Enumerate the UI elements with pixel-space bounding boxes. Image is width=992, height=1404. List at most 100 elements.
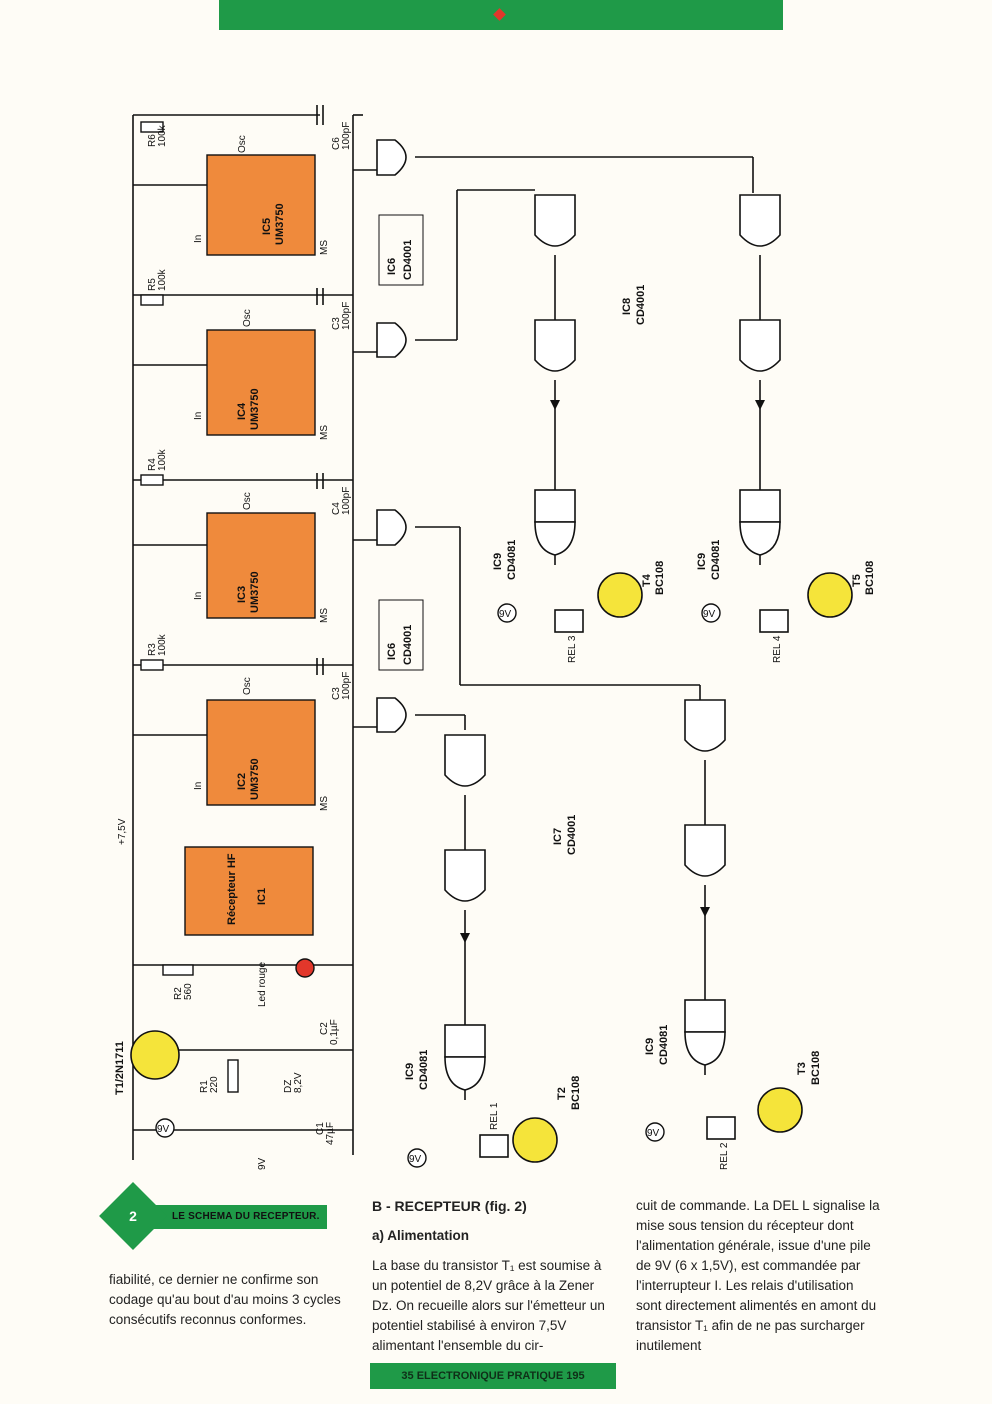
svg-text:9V: 9V xyxy=(257,1157,268,1170)
svg-text:CD4001: CD4001 xyxy=(635,285,647,325)
figure-caption: LE SCHEMA DU RECEPTEUR. xyxy=(172,1211,320,1222)
gate-i-ic6 xyxy=(376,509,407,546)
svg-text:C2: C2 xyxy=(319,1022,330,1035)
svg-text:Led rouge: Led rouge xyxy=(257,962,268,1007)
svg-text:In: In xyxy=(193,235,204,243)
svg-text:47µF: 47µF xyxy=(325,1122,336,1145)
svg-text:100pF: 100pF xyxy=(341,302,352,330)
svg-text:BC108: BC108 xyxy=(810,1051,822,1085)
channel-1-logic: IC9 CD4081 IC7 CD4001 xyxy=(404,734,578,1091)
svg-text:BC108: BC108 xyxy=(654,561,666,595)
svg-text:R6: R6 xyxy=(147,134,158,147)
svg-text:100pF: 100pF xyxy=(341,122,352,150)
svg-text:MS: MS xyxy=(319,240,330,255)
svg-text:100pF: 100pF xyxy=(341,487,352,515)
svg-text:UM3750: UM3750 xyxy=(274,203,286,245)
svg-text:CD4001: CD4001 xyxy=(402,625,414,665)
svg-text:IC9: IC9 xyxy=(696,553,708,570)
svg-text:IC8: IC8 xyxy=(621,298,633,315)
svg-text:Osc: Osc xyxy=(237,135,248,153)
ic2-decoder: IC2 UM3750 xyxy=(206,699,316,806)
ic1-receiver: Récepteur HF IC1 xyxy=(184,846,314,936)
svg-text:9V: 9V xyxy=(157,1124,170,1135)
gate-ii-ic6 xyxy=(376,697,407,733)
channel-2-logic: IC9 CD4081 xyxy=(644,699,726,1066)
svg-text:UM3750: UM3750 xyxy=(249,571,261,613)
ic3-decoder: IC3 UM3750 xyxy=(206,512,316,619)
svg-text:220: 220 xyxy=(209,1076,220,1093)
svg-text:Osc: Osc xyxy=(242,677,253,695)
svg-text:R2: R2 xyxy=(173,987,184,1000)
paragraph: La base du transistor T₁ est soumise à u… xyxy=(372,1258,605,1353)
page-footer: 35 ELECTRONIQUE PRATIQUE 195 xyxy=(370,1363,616,1389)
led-red-icon xyxy=(295,958,315,978)
gate-iv-ic6 xyxy=(376,139,407,176)
svg-text:8,2V: 8,2V xyxy=(293,1072,304,1093)
svg-text:100k: 100k xyxy=(157,268,168,291)
channel-4-logic: IC9 CD4081 IC8 CD4001 xyxy=(621,194,781,580)
svg-text:100k: 100k xyxy=(157,448,168,471)
svg-text:MS: MS xyxy=(319,796,330,811)
svg-text:T5: T5 xyxy=(851,574,863,587)
svg-text:REL 3: REL 3 xyxy=(567,635,578,663)
svg-text:100pF: 100pF xyxy=(341,672,352,700)
svg-text:Osc: Osc xyxy=(242,309,253,327)
svg-text:BC108: BC108 xyxy=(570,1076,582,1110)
ic5-decoder: IC5 UM3750 xyxy=(206,154,316,256)
svg-text:IC9: IC9 xyxy=(492,553,504,570)
relay-1: REL 1 xyxy=(479,1102,509,1158)
svg-text:T2: T2 xyxy=(556,1087,568,1100)
receiver-schematic: .w { stroke:#111; stroke-width:1.6; fill… xyxy=(95,95,900,1180)
channel-3-logic: IC9 CD4081 xyxy=(492,194,576,580)
svg-text:BC108: BC108 xyxy=(864,561,876,595)
svg-text:MS: MS xyxy=(319,425,330,440)
svg-text:C3: C3 xyxy=(331,317,342,330)
svg-text:UM3750: UM3750 xyxy=(249,388,261,430)
svg-text:T1/2N1711: T1/2N1711 xyxy=(114,1041,126,1095)
svg-text:9V: 9V xyxy=(703,609,716,620)
svg-text:CD4001: CD4001 xyxy=(402,240,414,280)
section-title: B - RECEPTEUR (fig. 2) xyxy=(372,1198,527,1214)
svg-text:IC4: IC4 xyxy=(236,402,248,420)
svg-text:0,1µF: 0,1µF xyxy=(329,1019,340,1045)
svg-text:CD4001: CD4001 xyxy=(566,815,578,855)
subsection-title: a) Alimentation xyxy=(372,1228,470,1243)
ic4-decoder: IC4 UM3750 xyxy=(206,329,316,436)
relay-4: REL 4 xyxy=(759,609,789,663)
svg-text:9V: 9V xyxy=(647,1128,660,1139)
figure-number: 2 xyxy=(129,1208,137,1224)
svg-text:CD4081: CD4081 xyxy=(710,540,722,580)
svg-text:Récepteur HF: Récepteur HF xyxy=(226,853,238,925)
svg-text:Osc: Osc xyxy=(242,492,253,510)
svg-text:IC7: IC7 xyxy=(552,828,564,845)
svg-text:C3: C3 xyxy=(331,687,342,700)
transistor-t1: T1/2N1711 xyxy=(114,1030,180,1095)
transistor-t2: T2 BC108 xyxy=(512,1076,582,1163)
relay-2: REL 2 xyxy=(706,1116,736,1170)
svg-text:CD4081: CD4081 xyxy=(418,1050,430,1090)
svg-text:560: 560 xyxy=(183,983,194,1000)
svg-text:REL 2: REL 2 xyxy=(719,1142,730,1170)
transistor-t3: T3 BC108 xyxy=(757,1051,822,1133)
supply-label: +7,5V xyxy=(117,818,128,845)
svg-text:C6: C6 xyxy=(331,137,342,150)
svg-text:9V: 9V xyxy=(499,609,512,620)
svg-text:CD4081: CD4081 xyxy=(506,540,518,580)
text-column-3: cuit de commande. La DEL L signalise la … xyxy=(636,1198,880,1353)
svg-text:MS: MS xyxy=(319,608,330,623)
svg-text:IC6: IC6 xyxy=(386,258,398,275)
diamond-icon xyxy=(493,8,506,21)
svg-text:C1: C1 xyxy=(315,1122,326,1135)
relay-3: REL 3 xyxy=(554,609,584,663)
svg-text:In: In xyxy=(193,782,204,790)
svg-text:IC5: IC5 xyxy=(261,218,273,235)
svg-text:R1: R1 xyxy=(199,1080,210,1093)
svg-text:IC2: IC2 xyxy=(236,773,248,790)
power-supply: R2 560 Led rouge R1 220 DZ 8,2V C2 0,1µF… xyxy=(162,958,340,1170)
text-column-1: fiabilité, ce dernier ne confirme son co… xyxy=(109,1272,341,1327)
svg-text:REL 1: REL 1 xyxy=(489,1102,500,1130)
svg-text:REL 4: REL 4 xyxy=(772,635,783,663)
svg-text:R5: R5 xyxy=(147,278,158,291)
svg-text:R4: R4 xyxy=(147,458,158,471)
svg-text:100k: 100k xyxy=(157,633,168,656)
